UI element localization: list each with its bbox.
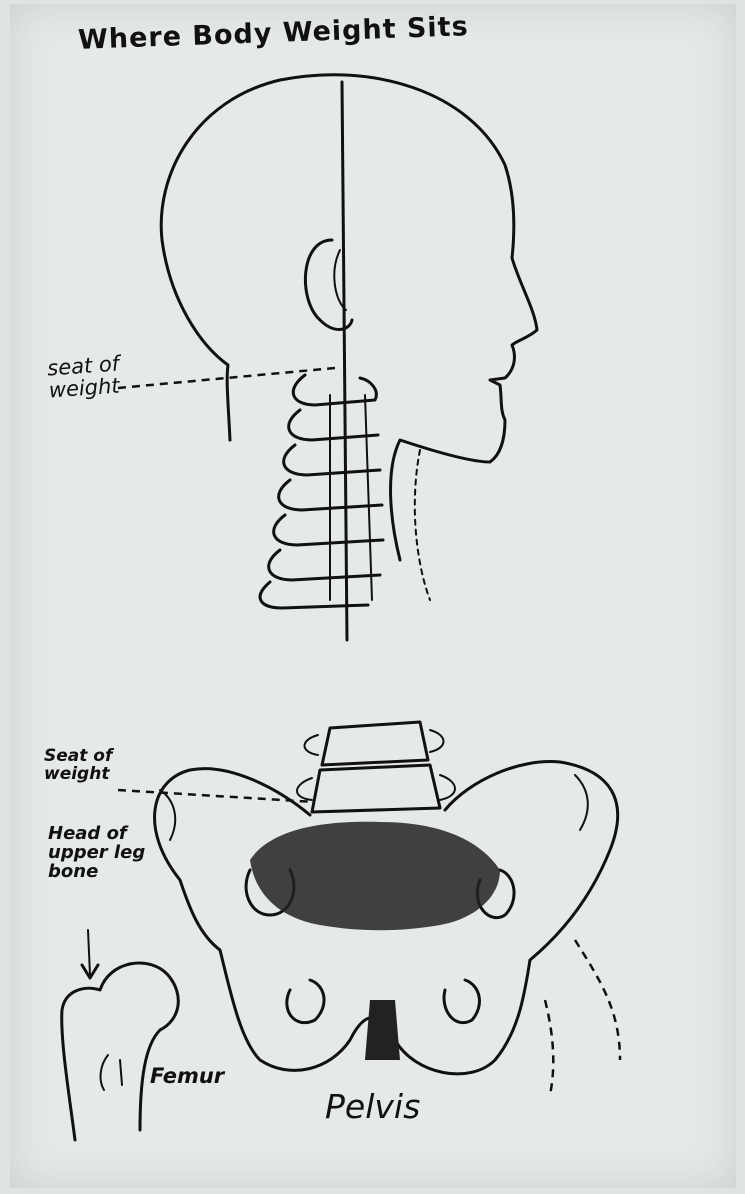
- cervical-vertebrae: [260, 375, 383, 608]
- throat-dotted: [415, 450, 430, 600]
- hip-dotted-inner: [545, 1000, 553, 1095]
- label-seat-of-weight-upper: seat of weight: [47, 353, 122, 402]
- head-pointer-arrow: [88, 930, 90, 975]
- head-outline: [161, 75, 537, 600]
- femur-outline: [62, 963, 179, 1140]
- label-femur: Femur: [150, 1065, 224, 1087]
- label-pelvis: Pelvis: [325, 1090, 420, 1125]
- sacrum-shading: [250, 822, 500, 930]
- coccyx: [365, 1000, 400, 1060]
- plumb-line: [342, 82, 347, 640]
- hip-dotted-right: [575, 940, 620, 1060]
- lumbar-vertebrae: [297, 722, 455, 812]
- label-head-of-upper-leg-bone: Head of upper leg bone: [48, 825, 145, 882]
- label-seat-of-weight-lower: Seat of weight: [44, 748, 112, 784]
